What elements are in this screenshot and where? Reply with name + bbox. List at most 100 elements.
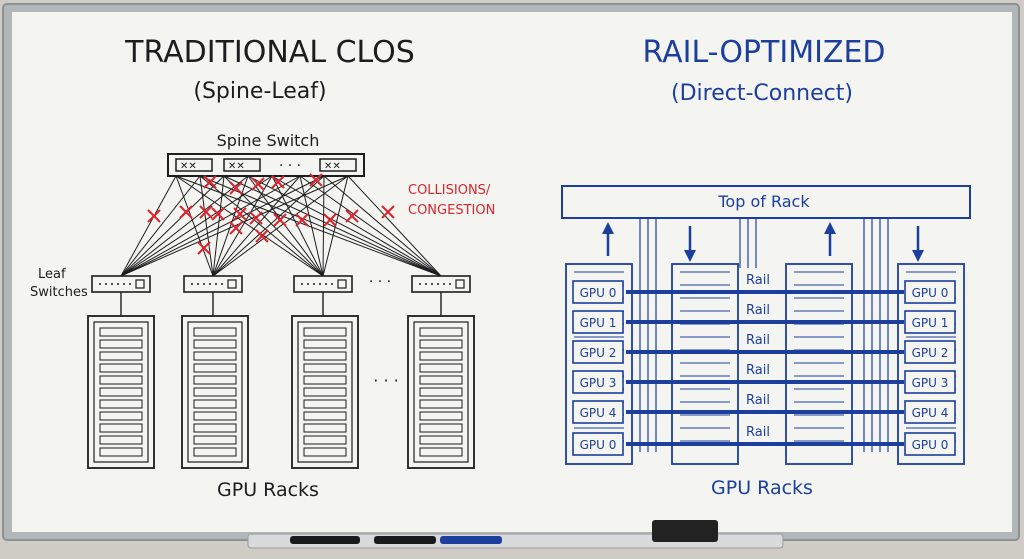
gpu-label: GPU 2 bbox=[912, 346, 949, 360]
traditional-clos-diagram: TRADITIONAL CLOS (Spine-Leaf) Spine Swit… bbox=[30, 35, 495, 501]
right-bottom-label: GPU Racks bbox=[711, 477, 813, 499]
rail-line: Rail bbox=[626, 303, 904, 324]
gpu-box: GPU 4 bbox=[904, 400, 956, 424]
collision-x-mark bbox=[345, 209, 359, 223]
collision-x-mark bbox=[147, 209, 161, 223]
rail-line: Rail bbox=[626, 393, 904, 414]
rack-server bbox=[193, 423, 237, 433]
spine-leaf-link bbox=[299, 175, 442, 277]
spine-leaf-link bbox=[175, 175, 324, 277]
server-rack bbox=[291, 315, 359, 469]
gpu-box: GPU 2 bbox=[572, 340, 624, 364]
rack-server bbox=[193, 327, 237, 337]
server-rack bbox=[181, 315, 249, 469]
black-marker[interactable] bbox=[290, 536, 360, 544]
collision-x-mark bbox=[273, 213, 287, 227]
spine-leaf-link bbox=[120, 175, 325, 277]
gpu-box: GPU 4 bbox=[572, 400, 624, 424]
rack-server bbox=[303, 375, 347, 385]
rack-server bbox=[419, 351, 463, 361]
collision-x-mark bbox=[381, 205, 395, 219]
rack-server bbox=[99, 351, 143, 361]
rack-server bbox=[303, 339, 347, 349]
gpu-box: GPU 0 bbox=[904, 432, 956, 456]
black-marker[interactable] bbox=[374, 536, 436, 544]
rack-server bbox=[193, 339, 237, 349]
gpu-label: GPU 3 bbox=[580, 376, 617, 390]
spine-switch: ✕✕ ✕✕ ✕✕ · · · bbox=[167, 153, 365, 177]
spine-leaf-link bbox=[223, 175, 442, 277]
spine-leaf-link bbox=[212, 175, 273, 277]
leaf-label-line2: Switches bbox=[30, 285, 88, 300]
collision-x-mark bbox=[249, 211, 263, 225]
rack-server bbox=[193, 399, 237, 409]
gpu-box: GPU 1 bbox=[572, 310, 624, 334]
down-arrow-icon bbox=[684, 226, 696, 262]
spine-leaf-link bbox=[120, 175, 273, 277]
rack-server bbox=[99, 435, 143, 445]
rack-server bbox=[303, 423, 347, 433]
spine-leaf-link bbox=[120, 175, 201, 277]
spine-leaf-link bbox=[212, 175, 249, 277]
rack-server bbox=[99, 399, 143, 409]
spine-leaf-link bbox=[120, 175, 249, 277]
blue-marker[interactable] bbox=[440, 536, 502, 544]
rack-server bbox=[419, 327, 463, 337]
left-bottom-label: GPU Racks bbox=[217, 479, 319, 501]
spine-dots: · · · bbox=[279, 158, 301, 174]
collision-x-mark bbox=[255, 229, 269, 243]
rail-line: Rail bbox=[626, 273, 904, 294]
rail-optimized-diagram: RAIL-OPTIMIZED (Direct-Connect) Top of R… bbox=[561, 35, 971, 499]
gpu-label: GPU 3 bbox=[912, 376, 949, 390]
rack-server bbox=[303, 447, 347, 457]
marker-tray bbox=[247, 520, 784, 549]
left-subtitle: (Spine-Leaf) bbox=[193, 79, 326, 104]
rack-server bbox=[419, 339, 463, 349]
gpu-label: GPU 4 bbox=[912, 406, 949, 420]
svg-text:✕✕: ✕✕ bbox=[324, 161, 341, 172]
gpu-box: GPU 0 bbox=[572, 432, 624, 456]
eraser[interactable] bbox=[652, 520, 718, 542]
spine-leaf-link bbox=[120, 175, 225, 277]
rack-server bbox=[99, 327, 143, 337]
gpu-box: GPU 0 bbox=[904, 280, 956, 304]
rack-server bbox=[99, 363, 143, 373]
collision-x-mark bbox=[233, 207, 247, 221]
collision-x-mark bbox=[179, 205, 193, 219]
spine-leaf-link bbox=[323, 175, 442, 277]
gpu-box: GPU 2 bbox=[904, 340, 956, 364]
rack-server bbox=[303, 411, 347, 421]
rack-server bbox=[303, 351, 347, 361]
spine-leaf-link bbox=[271, 175, 442, 277]
collision-x-mark bbox=[211, 207, 225, 221]
right-subtitle: (Direct-Connect) bbox=[671, 81, 853, 106]
collision-x-mark bbox=[271, 175, 285, 189]
rack-server bbox=[193, 411, 237, 421]
rack-server bbox=[419, 387, 463, 397]
rack-server bbox=[99, 423, 143, 433]
rack-server bbox=[99, 387, 143, 397]
rail-label: Rail bbox=[746, 425, 770, 440]
leaf-label-line1: Leaf bbox=[38, 267, 66, 282]
rail-line: Rail bbox=[626, 425, 904, 446]
up-arrow-icon bbox=[602, 222, 614, 256]
rack-server bbox=[193, 351, 237, 361]
rail-line: Rail bbox=[626, 333, 904, 354]
spine-leaf-link bbox=[120, 175, 301, 277]
rack-server bbox=[193, 447, 237, 457]
rack-server bbox=[99, 339, 143, 349]
spine-leaf-link bbox=[120, 175, 177, 277]
leaf-switch bbox=[183, 275, 243, 316]
leaf-switch bbox=[91, 275, 151, 316]
collision-x-mark bbox=[323, 213, 337, 227]
gpu-box: GPU 3 bbox=[572, 370, 624, 394]
rack-server bbox=[419, 363, 463, 373]
gpu-label: GPU 4 bbox=[580, 406, 617, 420]
left-gpu-racks bbox=[87, 315, 475, 469]
gpu-label: GPU 0 bbox=[580, 438, 617, 452]
rail-label: Rail bbox=[746, 363, 770, 378]
